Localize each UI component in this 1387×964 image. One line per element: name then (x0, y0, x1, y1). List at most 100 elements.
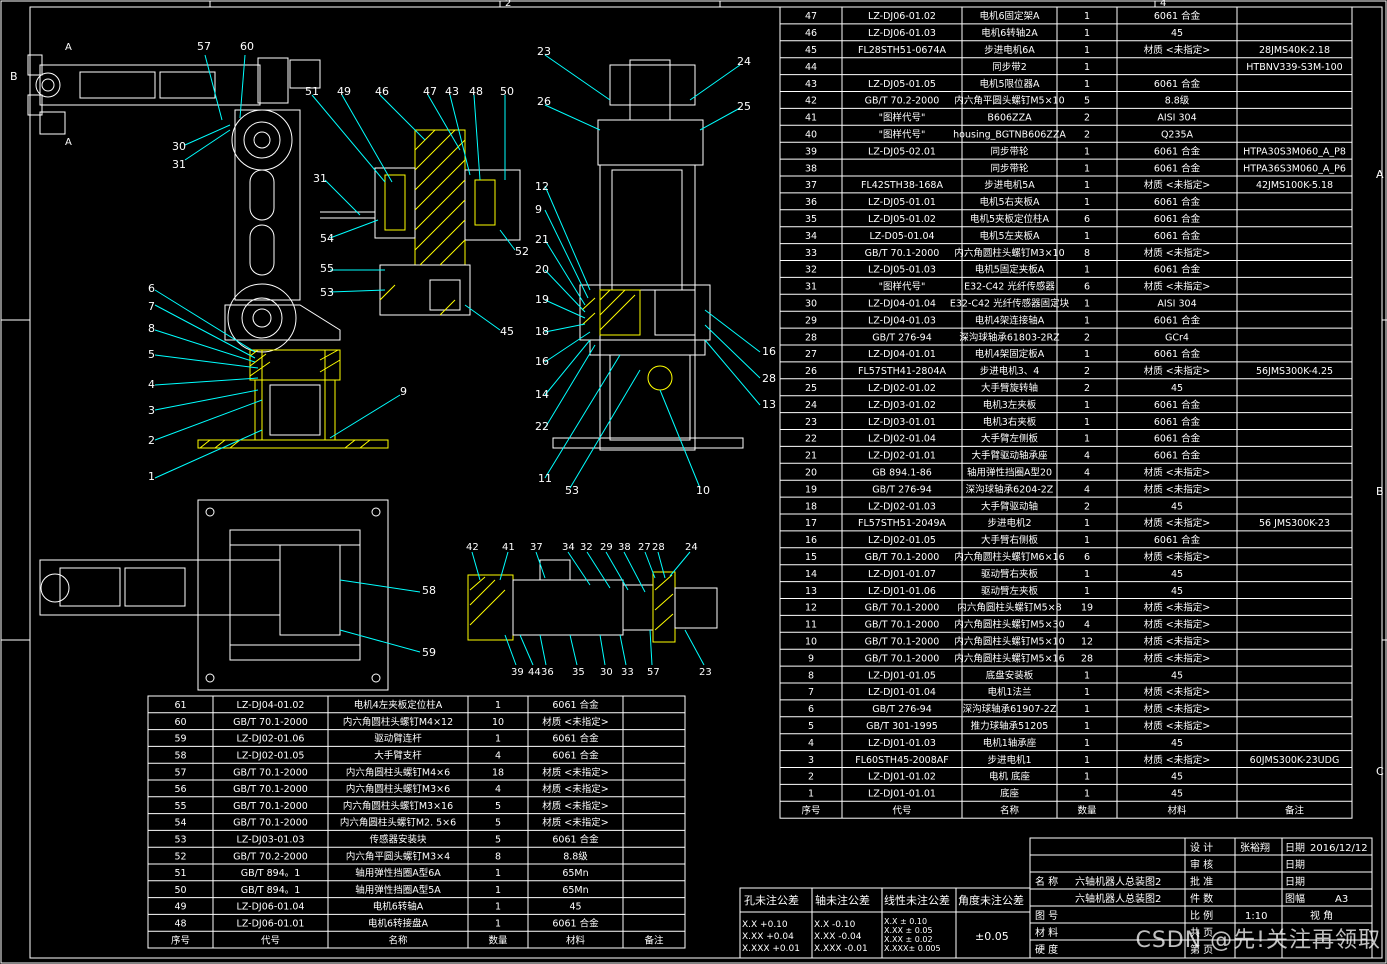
tb-total-label: 共 页 (1190, 927, 1213, 939)
table-cell: 1 (1084, 772, 1090, 783)
table-cell: 47 (805, 11, 817, 22)
table-cell: 电机5固定夹板A (975, 264, 1045, 276)
section-label-a-bottom: A (65, 137, 72, 148)
table-cell: LZ-DJ04-01.02 (237, 700, 305, 711)
callout-18: 18 (535, 325, 549, 338)
table-cell: 2 (1084, 383, 1090, 394)
tol-header-shaft: 轴未注公差 (815, 893, 870, 907)
table-cell: 5 (495, 834, 501, 845)
table-cell: GB 894.1-86 (872, 467, 932, 478)
tb-name-label: 名 称 (1035, 875, 1058, 888)
callout-58: 58 (422, 584, 436, 597)
table-cell: LZ-DJ05-01.02 (868, 214, 936, 225)
tb-date-label-2: 日期 (1285, 859, 1305, 871)
table-cell: 1 (1084, 298, 1090, 309)
table-cell: 6 (1084, 214, 1090, 225)
callout-38: 38 (618, 542, 631, 553)
callout-3: 3 (148, 404, 155, 417)
table-cell: 1 (1084, 755, 1090, 766)
table-cell: 电机3左夹板 (983, 399, 1037, 411)
table-cell: 内六角圆柱头螺钉M5×16 (954, 652, 1064, 664)
title-block-text: 设 计 张裕翔 日期 2016/12/12 审 核 日期 批 准 日期 名 称 … (1035, 841, 1368, 956)
table-cell: 45 (1171, 772, 1183, 783)
tol-angle: ±0.05 (975, 930, 1009, 943)
tb-date-label: 日期 (1285, 842, 1305, 854)
table-cell: 24 (805, 400, 817, 411)
table-cell: 内六角圆柱头螺钉M3×6 (346, 783, 450, 795)
callout-37: 37 (530, 542, 543, 553)
table-cell: 6061 合金 (1154, 78, 1201, 90)
table-cell: 电机6转接盘A (368, 917, 429, 929)
table-cell: 12 (805, 603, 817, 614)
table-cell: 54 (174, 818, 186, 829)
table-cell: GB/T 70.2-2000 (233, 851, 308, 862)
table-cell: HTPA30S3M060_A_P8 (1243, 146, 1346, 157)
callout-53-front: 53 (565, 484, 579, 497)
table-cell: LZ-DJ03-01.01 (868, 417, 936, 428)
tb-designer: 张裕翔 (1240, 841, 1270, 854)
table-cell: 2 (1084, 113, 1090, 124)
table-cell: GB/T 70.1-2000 (865, 603, 940, 614)
table-cell: 6061 合金 (1154, 534, 1201, 546)
tb-drawing-no: 六轴机器人总装图2 (1075, 892, 1161, 905)
table-cell: 4 (1084, 467, 1090, 478)
callout-6: 6 (148, 282, 155, 295)
table-cell: 45 (1171, 586, 1183, 597)
table-cell: B606ZZA (987, 113, 1032, 124)
table-cell: LZ-DJ05-02.01 (868, 146, 936, 157)
table-cell: 6061 合金 (552, 833, 599, 845)
table-cell: LZ-D05-01.04 (869, 231, 934, 242)
table-cell: 28JMS40K-2.18 (1259, 45, 1330, 56)
table-cell: 6061 合金 (552, 733, 599, 745)
table-header-cell: 代号 (261, 935, 280, 946)
detail-view-leaders (311, 94, 516, 331)
table-cell: GB/T 70.1-2000 (233, 717, 308, 728)
table-cell: 45 (569, 902, 581, 913)
table-cell: 6061 合金 (1154, 416, 1201, 428)
callout-23-bottom: 23 (699, 667, 712, 678)
table-cell: 53 (174, 834, 186, 845)
table-cell: 1 (495, 868, 501, 879)
table-cell: 4 (1084, 451, 1090, 462)
table-header-cell: 数量 (1077, 804, 1097, 816)
plan-view-callouts: 58 59 (422, 584, 436, 659)
callout-35: 35 (572, 667, 585, 678)
table-cell: 材质 <未指定> (1144, 652, 1210, 664)
table-cell: 33 (805, 248, 817, 259)
table-header-cell: 数量 (488, 934, 508, 946)
table-cell: 60 (174, 717, 186, 728)
table-cell: E32-C42 光纤传感器固定块 (950, 297, 1070, 309)
table-cell: 6061 合金 (552, 699, 599, 711)
tb-name: 六轴机器人总装图2 (1075, 875, 1161, 888)
callout-26: 26 (537, 95, 551, 108)
callout-31: 31 (172, 158, 186, 171)
plan-view-drawing (39, 499, 389, 691)
side-view-hatching (199, 349, 371, 449)
table-cell: LZ-DJ01-01.03 (868, 738, 936, 749)
table-cell: 材质 <未指定> (1144, 551, 1210, 563)
table-header-cell: 材料 (566, 934, 586, 946)
table-cell: 材质 <未指定> (1144, 483, 1210, 495)
tb-hardness-label: 硬 度 (1035, 943, 1058, 956)
table-cell: GB/T 894。1 (241, 885, 301, 896)
table-cell: GB/T 276-94 (872, 484, 932, 495)
table-cell: 12 (1081, 636, 1093, 647)
callout-28-bottom: 28 (652, 542, 665, 553)
table-cell: 传感器安装块 (369, 833, 427, 845)
table-cell: 内六角圆柱头螺钉M4×12 (343, 716, 453, 728)
table-header-cell: 备注 (644, 934, 664, 946)
table-cell: 6061 合金 (552, 917, 599, 929)
callout-32: 32 (580, 542, 593, 553)
callout-33: 33 (621, 667, 634, 678)
table-cell: 23 (805, 417, 817, 428)
side-view-drawing (27, 54, 389, 449)
table-cell: 1 (1084, 417, 1090, 428)
table-cell: GB/T 70.1-2000 (865, 248, 940, 259)
table-cell: 4 (1084, 620, 1090, 631)
border-label-left-b: B (10, 70, 18, 83)
table-cell: LZ-DJ03-01.02 (868, 400, 936, 411)
table-cell: 56JMS300K-4.25 (1256, 366, 1333, 377)
bottom-view-callouts: 42 41 37 34 32 29 38 27 28 24 39 44 36 3… (466, 542, 712, 678)
table-cell: LZ-DJ06-01.01 (237, 918, 305, 929)
